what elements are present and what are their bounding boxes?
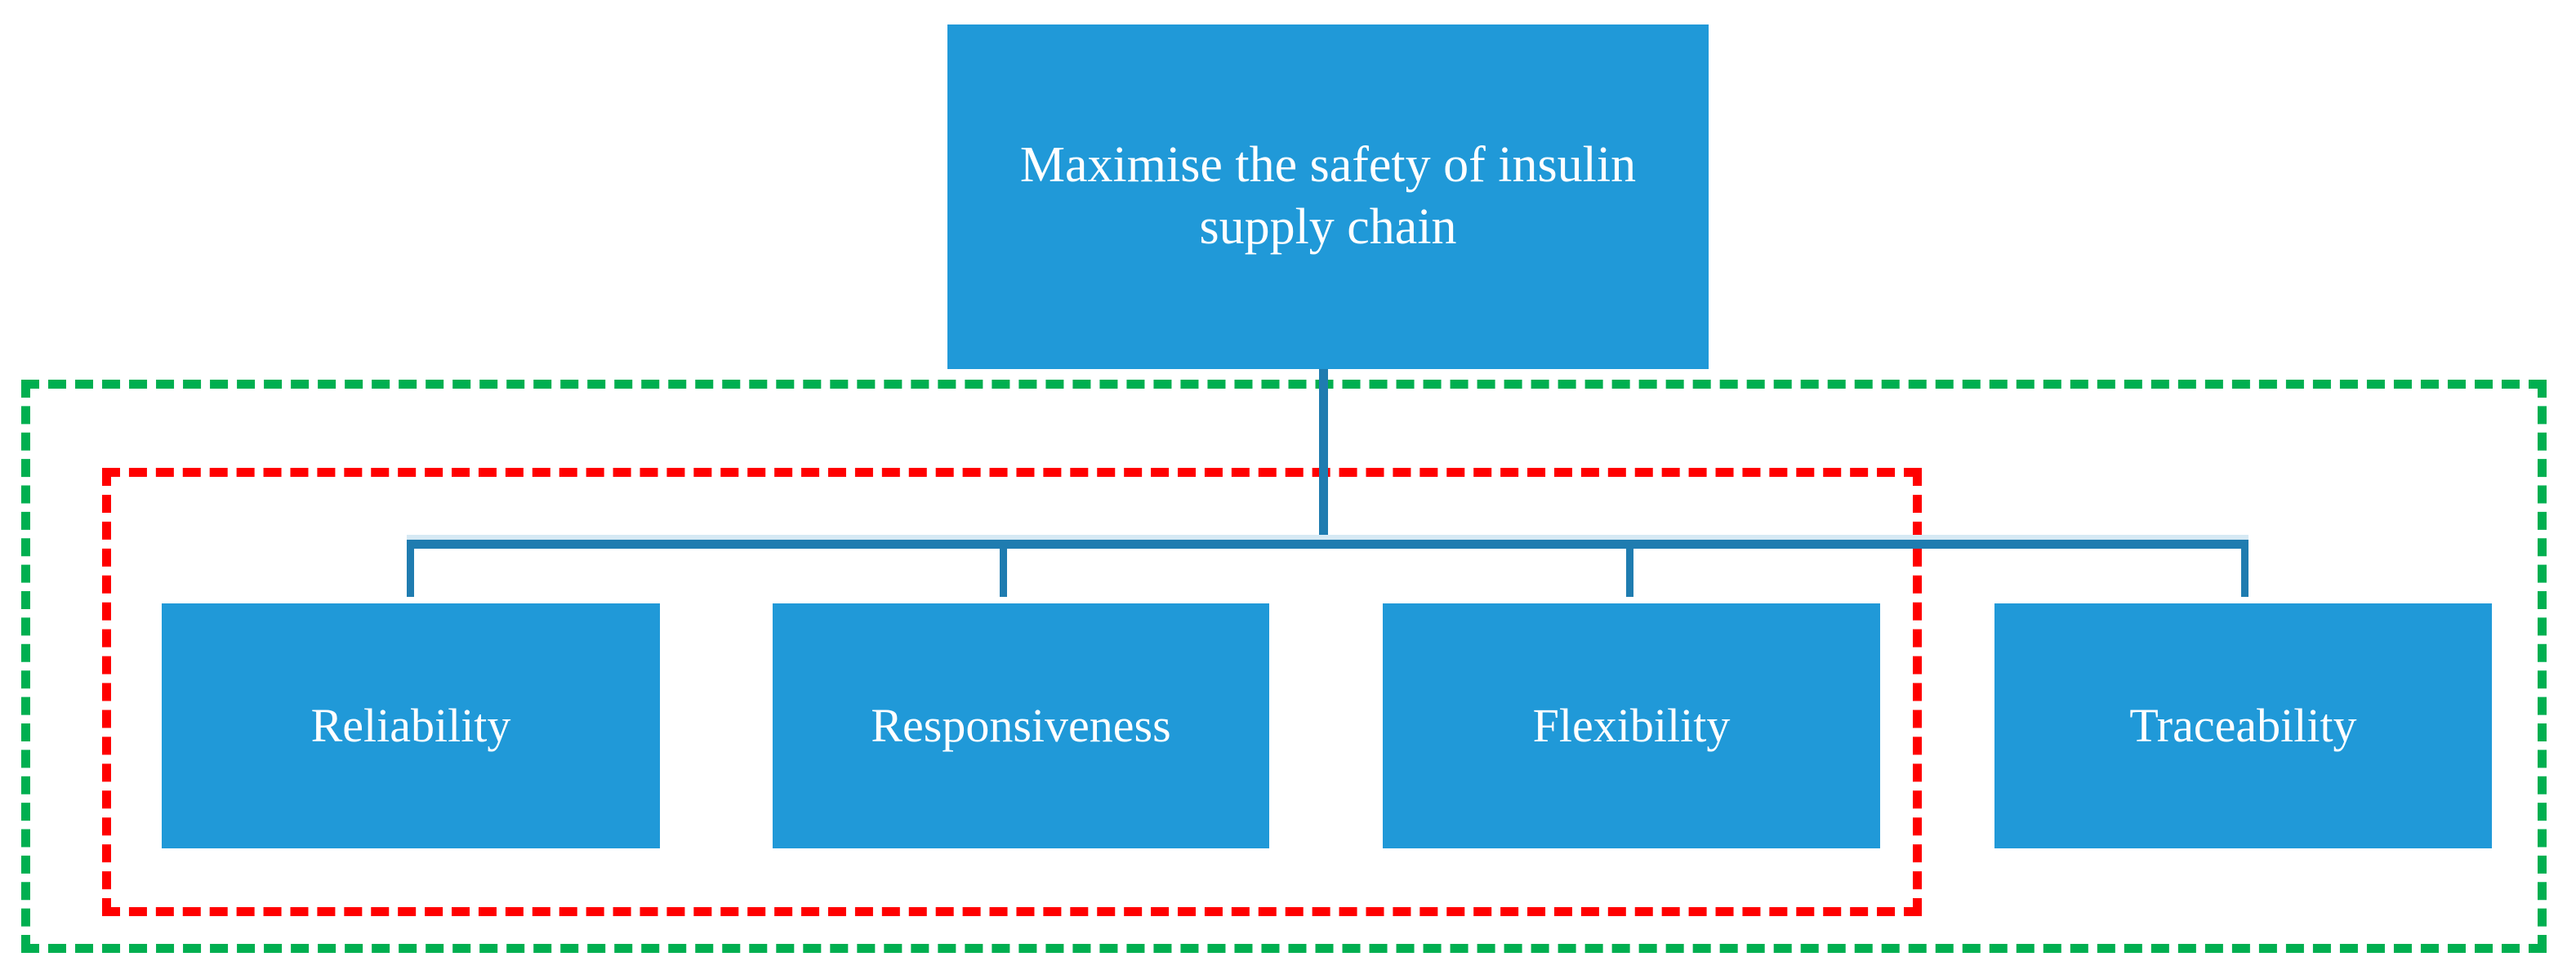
node-root-objective[interactable]: Maximise the safety of insulin supply ch… bbox=[947, 24, 1709, 369]
group-boundary-red bbox=[102, 468, 1922, 916]
connector-bus-highlight bbox=[407, 535, 2248, 541]
connector-drop-flexibility bbox=[1626, 540, 1633, 597]
node-reliability[interactable]: Reliability bbox=[162, 603, 660, 848]
connector-root-stem bbox=[1319, 369, 1328, 547]
node-responsiveness[interactable]: Responsiveness bbox=[773, 603, 1269, 848]
node-traceability[interactable]: Traceability bbox=[1994, 603, 2492, 848]
node-reliability-label: Reliability bbox=[310, 698, 511, 752]
connector-drop-traceability bbox=[2241, 540, 2248, 597]
node-flexibility-label: Flexibility bbox=[1532, 698, 1731, 752]
connector-horizontal-bus bbox=[407, 540, 2248, 549]
connector-drop-reliability bbox=[407, 540, 414, 597]
node-responsiveness-label: Responsiveness bbox=[871, 698, 1171, 752]
node-traceability-label: Traceability bbox=[2129, 698, 2357, 752]
group-boundary-green bbox=[21, 380, 2547, 953]
node-flexibility[interactable]: Flexibility bbox=[1383, 603, 1880, 848]
connector-drop-responsiveness bbox=[1000, 540, 1007, 597]
node-root-objective-label: Maximise the safety of insulin supply ch… bbox=[1019, 137, 1637, 255]
